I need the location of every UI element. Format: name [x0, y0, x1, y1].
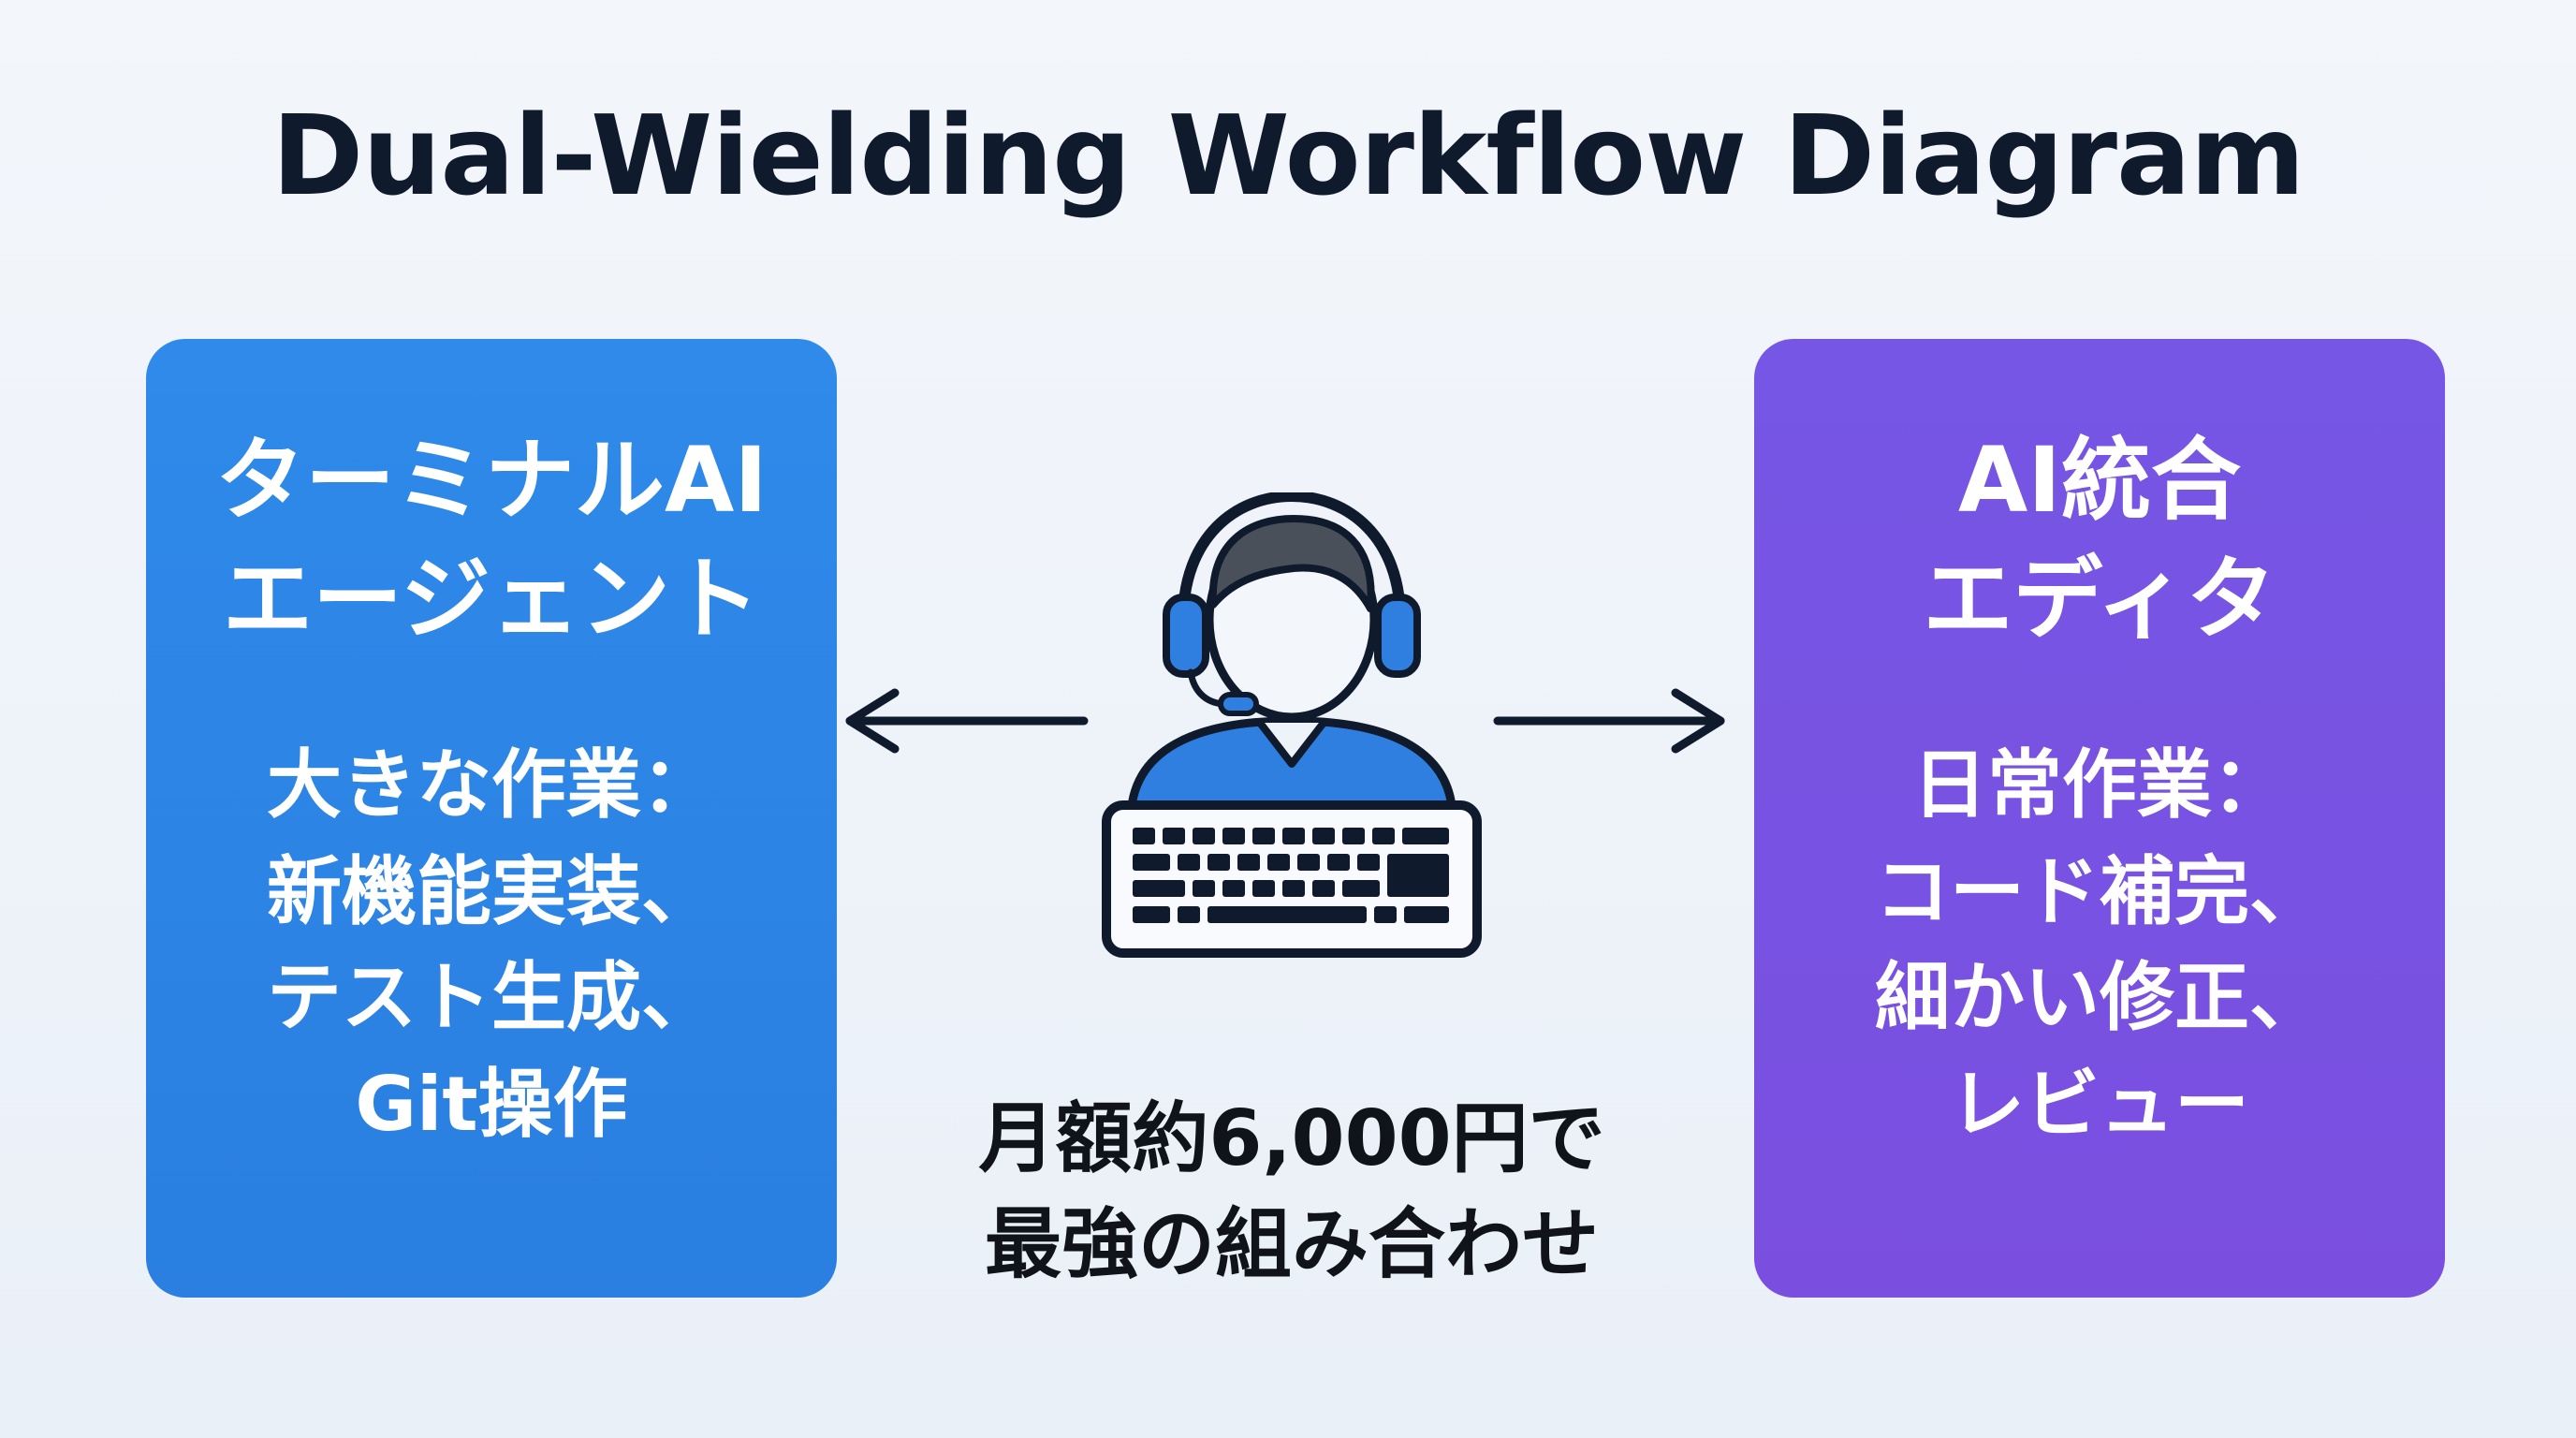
left-card-title: ターミナルAI エージェント [214, 428, 768, 652]
right-arrow-icon [1493, 688, 1725, 754]
right-card-description: 日常作業： コード補完、 細かい修正、 レビュー [1875, 741, 2324, 1148]
terminal-ai-agent-card: ターミナルAI エージェント 大きな作業： 新機能実装、 テスト生成、 Git操… [146, 339, 837, 1298]
left-card-description: 大きな作業： 新機能実装、 テスト生成、 Git操作 [267, 741, 716, 1148]
diagram-title: Dual-Wielding Workflow Diagram [271, 91, 2305, 220]
right-card-title: AI統合 エディタ [1923, 428, 2276, 652]
left-arrow-icon [845, 688, 1089, 754]
ai-editor-card: AI統合 エディタ 日常作業： コード補完、 細かい修正、 レビュー [1754, 339, 2445, 1298]
monthly-cost-caption: 月額約6,000円で 最強の組み合わせ [978, 1094, 1605, 1290]
person-with-headset-and-keyboard-icon [1102, 492, 1482, 958]
